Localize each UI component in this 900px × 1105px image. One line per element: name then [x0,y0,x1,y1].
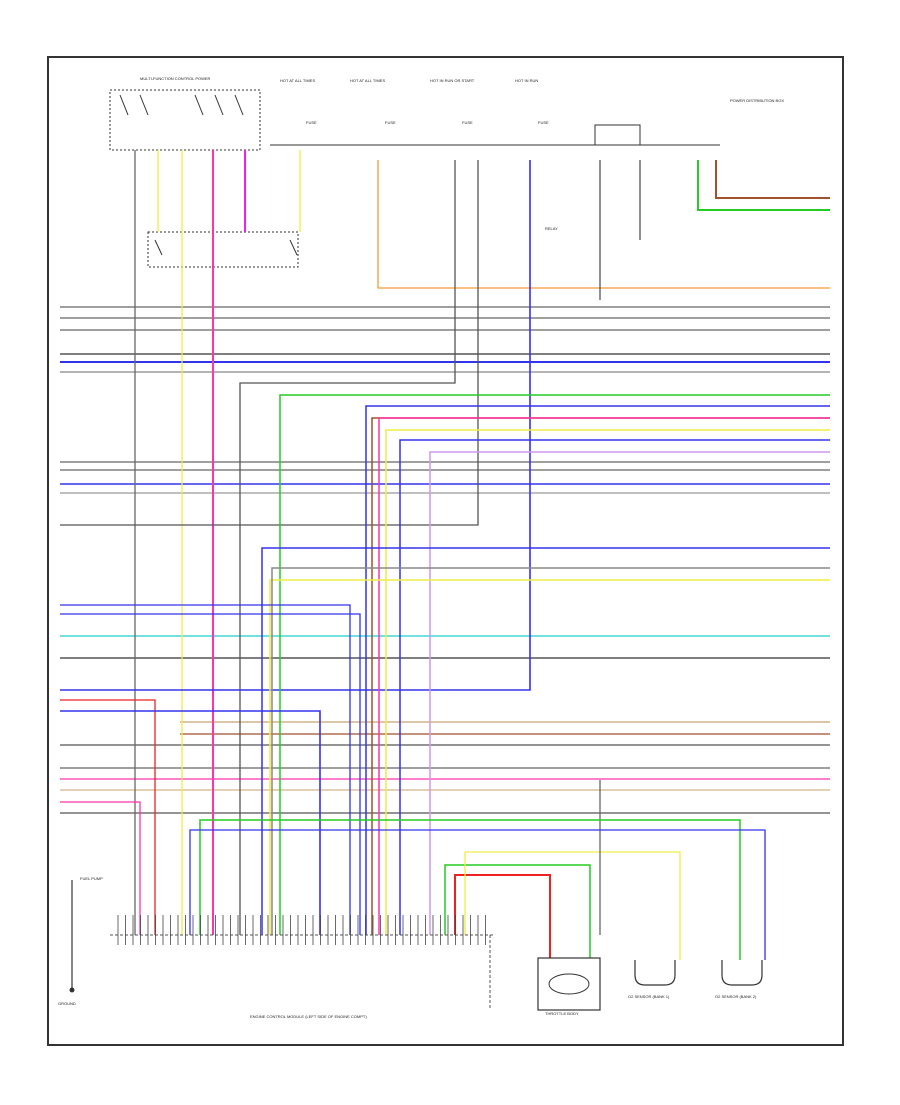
fuse-label-1: FUSE [306,120,317,125]
wire-ecm-2 [371,417,830,935]
hot-label-1: HOT AT ALL TIMES [280,78,315,83]
sensor2-label: O2 SENSOR (BANK 2) [715,994,757,999]
ecm-connectors: ENGINE CONTROL MODULE (LEFT SIDE OF ENGI… [110,934,495,1019]
relay-label: MULTI-FUNCTION CONTROL POWER [140,76,211,81]
wire-throttle-red [454,874,551,958]
relay-mid-label: RELAY [545,226,558,231]
wire-ecm-4 [385,429,830,935]
wire-ecm-0 [279,394,830,935]
wire-ecm-8 [269,579,830,935]
wire-ecm-9 [271,567,830,935]
o2-sensor-1: O2 SENSOR (BANK 1) [628,960,676,999]
sensor1-label: O2 SENSOR (BANK 1) [628,994,670,999]
wire-v-gray-3 [60,160,479,526]
relay-switches [109,89,299,268]
wire-o2-green [199,819,741,960]
wire-ecm-5 [399,439,830,935]
wire-left-red-1 [60,699,156,935]
diagram-frame [47,56,844,1046]
hot-label-2: HOT AT ALL TIMES [350,78,385,83]
wire-left-pink [60,801,141,935]
wires [60,150,830,960]
wire-v-blue-1 [60,160,531,691]
wire-orange-fuse [377,160,830,289]
wire-ecm-6 [429,451,830,935]
wire-ecm-1 [365,405,830,935]
top-labels: MULTI-FUNCTION CONTROL POWER HOT AT ALL … [140,76,784,103]
wire-v-gray-2 [239,160,456,935]
ecm-label: ENGINE CONTROL MODULE (LEFT SIDE OF ENGI… [250,1014,367,1019]
fuse-label-3: FUSE [462,120,473,125]
fuel-label: FUEL PUMP [80,876,103,881]
ecm-pins [117,915,486,945]
wire-left-blue-1 [60,604,351,935]
fuse-label-4: FUSE [538,120,549,125]
ground-symbol: GROUND FUEL PUMP [58,876,103,1006]
wire-throttle-yellow [464,851,681,960]
wire-o2-blue [189,829,766,960]
hot-label-3: HOT IN RUN OR START [430,78,475,83]
wire-brown-top [715,160,830,199]
hot-label-4: HOT IN RUN [515,78,538,83]
throttle-label: THROTTLE BODY [545,1011,579,1016]
relay-box [594,124,641,146]
wire-left-blue-2 [60,613,361,935]
wire-ecm-7 [261,547,830,935]
wire-throttle-green [444,864,591,958]
fuses: FUSE FUSE FUSE FUSE RELAY [306,120,558,231]
wire-left-blue-3 [60,710,321,935]
power-box-label: POWER DISTRIBUTION BOX [730,98,784,103]
o2-sensor-2: O2 SENSOR (BANK 2) [715,960,763,999]
fuse-label-2: FUSE [385,120,396,125]
throttle-body: THROTTLE BODY [537,957,601,1016]
wire-ecm-3 [378,417,830,935]
ground-label: GROUND [58,1001,76,1006]
wire-green-top [697,160,830,211]
